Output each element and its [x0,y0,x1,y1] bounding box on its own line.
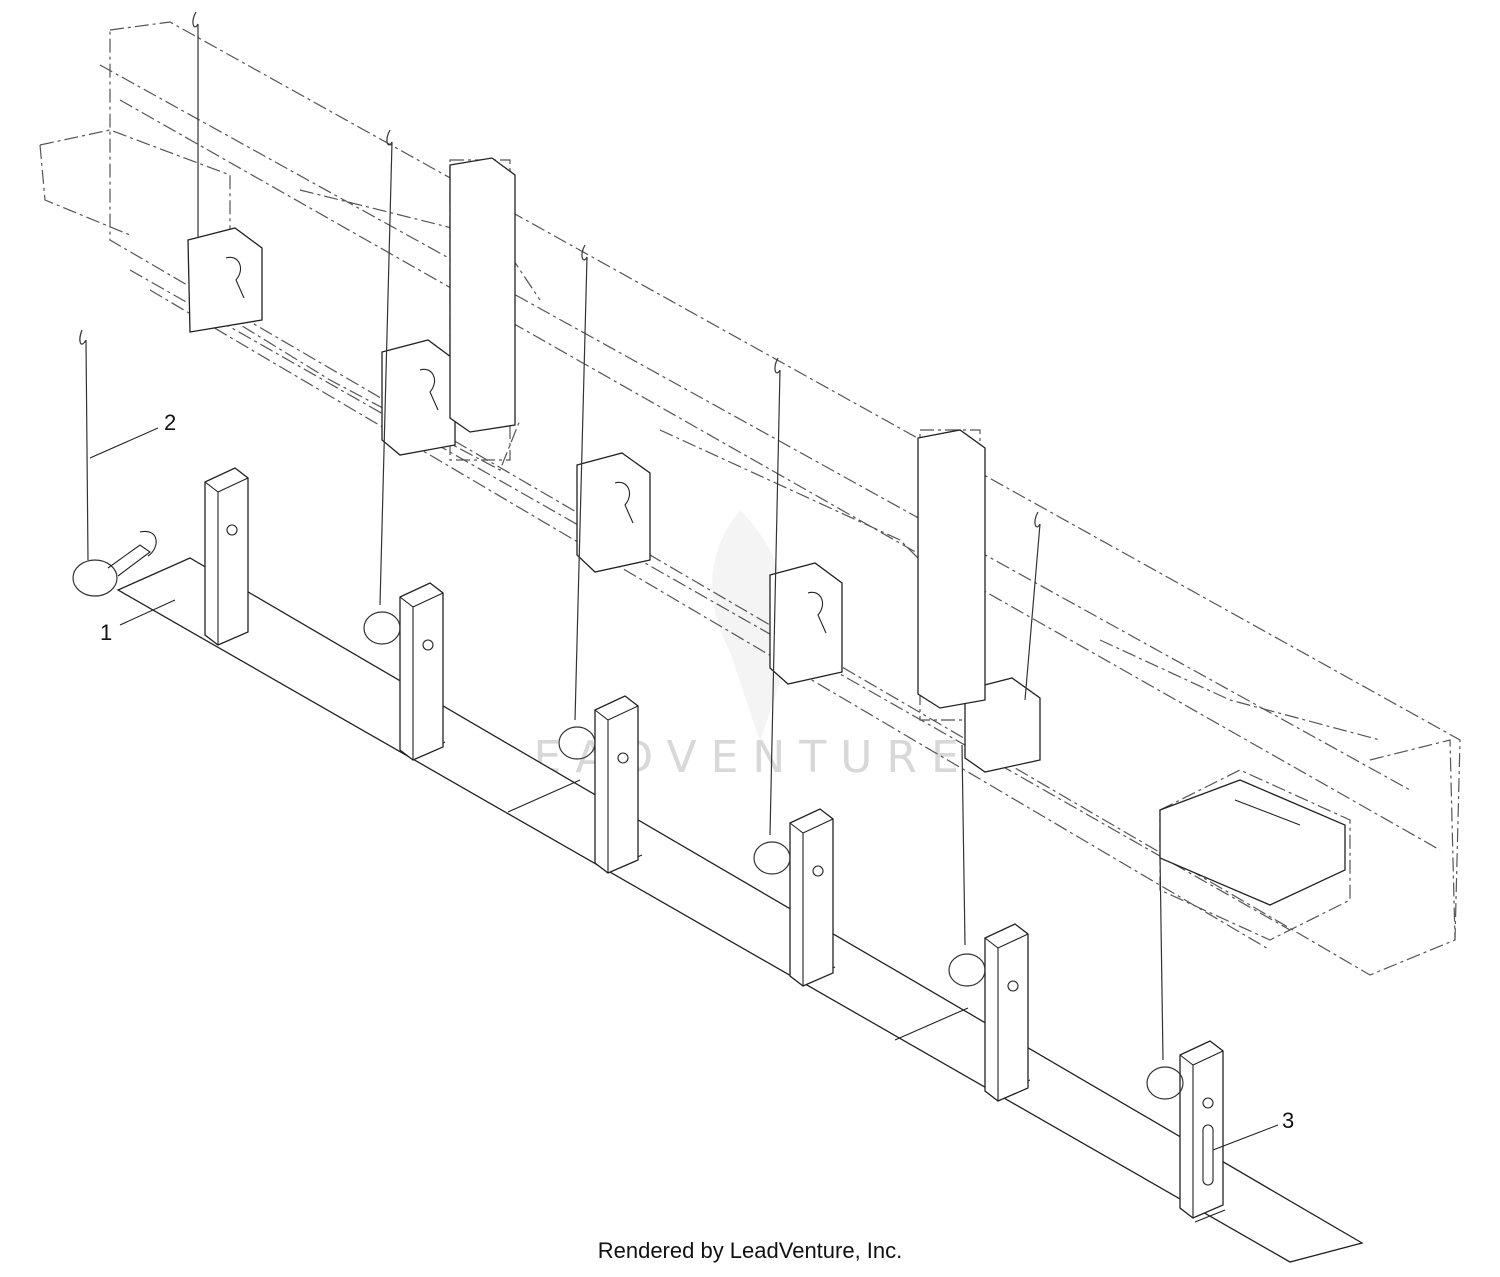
hitch-bracket [769,562,843,685]
lanyard-cable [1146,854,1184,1100]
upright-post [204,467,249,646]
lanyard-cable [948,511,1041,987]
lanyard-cable [363,129,401,645]
upright-post [594,695,639,874]
callout-label-1: 1 [100,620,112,645]
hitch-bracket [964,677,1041,773]
upright-post [399,582,444,761]
hitch-bracket [381,339,456,456]
hitch-bracket [576,452,651,573]
callout-1: 1 [100,599,176,645]
watermark-text: LEADVENTURE [495,732,973,783]
hitch-bracket [187,227,263,333]
lanyard-pin [72,329,157,597]
lanyard-cable [192,11,199,238]
callout-2: 2 [89,410,176,459]
callout-3: 3 [1212,1108,1294,1151]
hitch-bracket [1159,779,1346,906]
upright-post [1179,1040,1224,1219]
upright-post [789,808,834,987]
lanyard-cable [558,244,596,760]
support-plate [449,157,516,433]
footer-credit: Rendered by LeadVenture, Inc. [597,1238,903,1263]
callout-label-3: 3 [1282,1108,1294,1133]
lanyard-cable [753,357,791,875]
callout-label-2: 2 [164,410,176,435]
upright-post [984,923,1029,1102]
support-plate [917,429,986,709]
